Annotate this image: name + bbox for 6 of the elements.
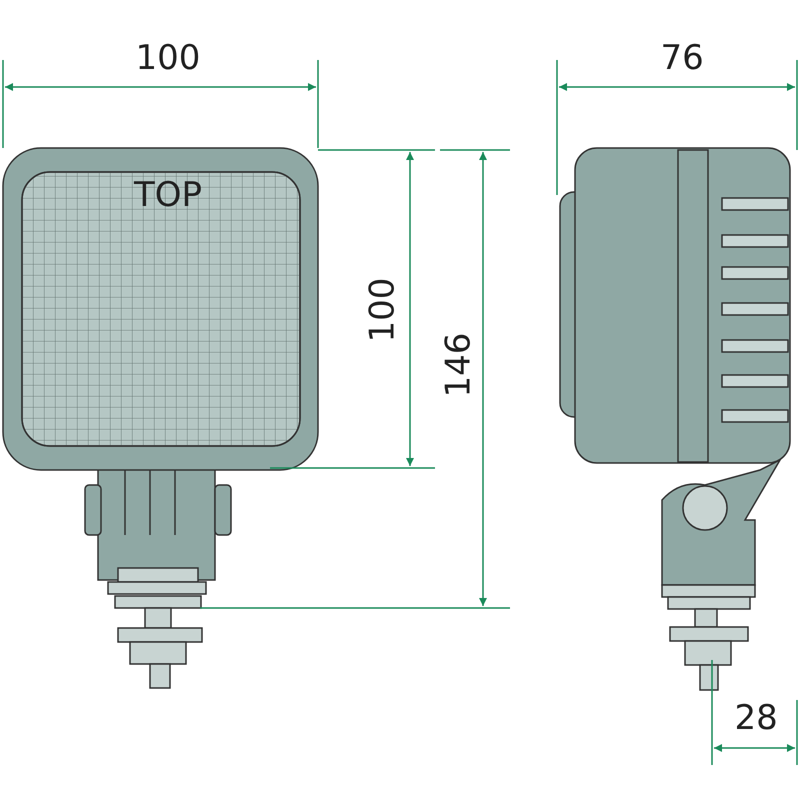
dimension-label: 146 xyxy=(440,332,475,398)
dimension-label: 28 xyxy=(734,701,778,735)
top-marking: TOP xyxy=(134,178,202,212)
dimension-label: 100 xyxy=(364,278,399,342)
dimension-label: 100 xyxy=(136,41,200,75)
dimension-label: 76 xyxy=(660,41,704,75)
